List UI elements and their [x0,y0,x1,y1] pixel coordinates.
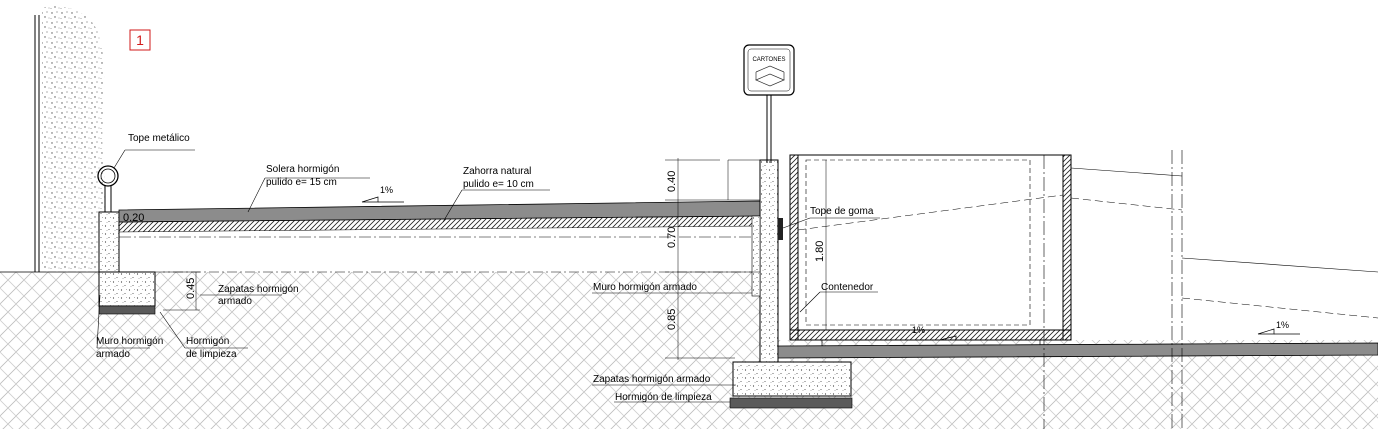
upper-slab [118,200,761,238]
dim-chain-center [665,158,760,360]
slope-container-text: 1% [912,325,925,335]
contenedor-label: Contenedor [821,282,874,293]
axis-lines [1043,150,1183,429]
sign-post [743,44,795,163]
dim-footing-left: 0.45 [185,278,197,299]
dim-wall-top-left: 0.20 [123,212,144,224]
hormigon-right-label: Hormigón de limpieza [615,392,712,403]
muro-left-label-2: armado [96,349,130,360]
solera-label-1: Solera hormigón [266,164,339,175]
lower-slab [777,167,1378,359]
solera-label-2: pulido e= 15 cm [266,177,337,188]
zapatas-right-label: Zapatas hormigón armado [593,374,711,385]
slope-arrow-upper [361,196,404,203]
tope-goma-label: Tope de goma [810,206,874,217]
dim-lower: 0.85 [666,309,678,330]
slope-arrow-lower [1257,328,1300,335]
zapatas-left-label-2: armado [218,296,252,307]
box-icon [755,65,785,87]
center-retaining-wall [727,159,853,409]
zahorra-label-2: pulido e= 10 cm [463,179,534,190]
sign-label: CARTONES [752,57,785,63]
left-retaining-wall [98,211,156,315]
dim-middle: 0.70 [666,227,678,248]
slope-upper-text: 1% [380,185,393,195]
metal-stop [97,149,195,212]
hormigon-left-label-2: de limpieza [186,349,237,360]
dim-line-footing-left [163,271,200,311]
tope-metalico-label: Tope metálico [128,133,190,144]
dim-upper: 0.40 [666,171,678,192]
slope-arrow-container [900,335,957,341]
zapatas-left-label-1: Zapatas hormigón [218,284,299,295]
vegetation [34,6,106,272]
container [789,154,1072,346]
hormigon-left-label-1: Hormigón [186,336,229,347]
dim-container-height: 1.80 [814,241,826,262]
slope-lower-text: 1% [1276,320,1289,330]
section-number-text: 1 [136,32,144,48]
muro-right-label: Muro hormigón armado [593,282,697,293]
muro-left-label-1: Muro hormigón [96,336,163,347]
zahorra-label-1: Zahorra natural [463,166,531,177]
section-number: 1 [129,29,151,51]
